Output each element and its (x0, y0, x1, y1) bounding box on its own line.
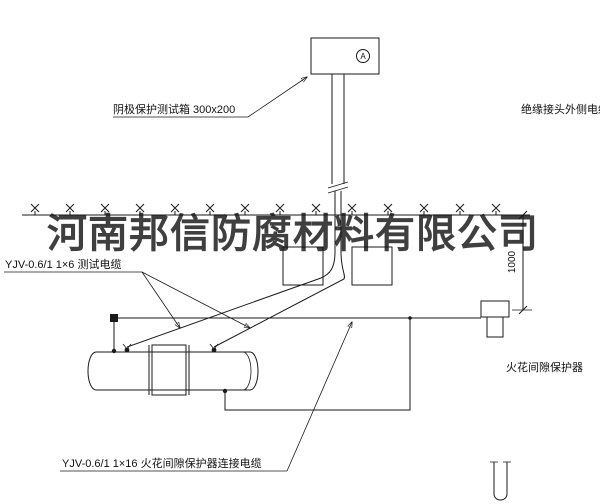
watermark-text: 河南邦信防腐材料有限公司 (47, 210, 539, 257)
test-box-leader (113, 77, 307, 118)
conduit-riser (327, 74, 349, 252)
test-cable-left (126, 251, 336, 348)
test-box-label: 阴极保护测试箱 300x200 (113, 102, 235, 116)
leader-lines (4, 77, 352, 472)
dimension-value: 1000 (507, 250, 518, 273)
ground-line (22, 203, 530, 216)
bottom-cable-label: YJV-0.6/1 1×16 火花间隙保护器连接电缆 (62, 456, 262, 470)
test-box (310, 37, 380, 75)
spark-gap-label: 火花间隙保护器 (506, 360, 583, 374)
test-cable-leader-2 (141, 271, 250, 328)
pipe-left-cap (87, 351, 97, 391)
test-cable-label: YJV-0.6/1 1×6 测试电缆 (5, 258, 121, 271)
concrete-block-right (351, 246, 393, 286)
concrete-block-left (282, 246, 324, 286)
cable-terminal-left (122, 343, 132, 353)
insulating-joint (151, 344, 187, 396)
insulated-joint-cable-label: 绝缘接头外侧电缆 (521, 102, 600, 116)
concrete-blocks (282, 246, 393, 286)
test-cables (126, 251, 345, 348)
dimension-1000 (512, 210, 532, 315)
pipe-section-symbol (490, 461, 511, 501)
cable-terminal-right (209, 343, 219, 353)
test-cable-right (213, 251, 345, 348)
terminal-a-icon (356, 49, 370, 63)
spark-gap-wiring (110, 314, 481, 411)
cable-lug (110, 314, 118, 322)
test-cable-leader-1 (141, 271, 180, 328)
break-symbol-icon (327, 181, 349, 194)
terminal-a-letter: A (360, 52, 366, 61)
bottom-cable-leader (286, 322, 352, 472)
spark-gap-return-cable (224, 318, 411, 411)
spark-gap-protector (480, 300, 510, 338)
pipe-right-cap (249, 351, 259, 391)
